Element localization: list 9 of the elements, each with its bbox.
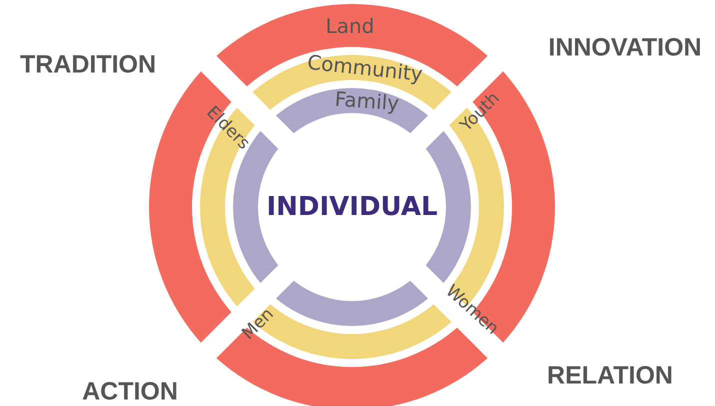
theme-label: INNOVATION: [548, 34, 702, 62]
ring-label: Family: [334, 86, 400, 115]
theme-label: ACTION: [82, 378, 178, 406]
theme-label: TRADITION: [20, 50, 156, 80]
gap-label: Men: [238, 304, 278, 344]
ring-label: Land: [326, 14, 374, 38]
ring-label: Community: [306, 50, 424, 86]
theme-label: RELATION: [547, 362, 673, 390]
center-label: INDIVIDUAL: [266, 192, 438, 222]
